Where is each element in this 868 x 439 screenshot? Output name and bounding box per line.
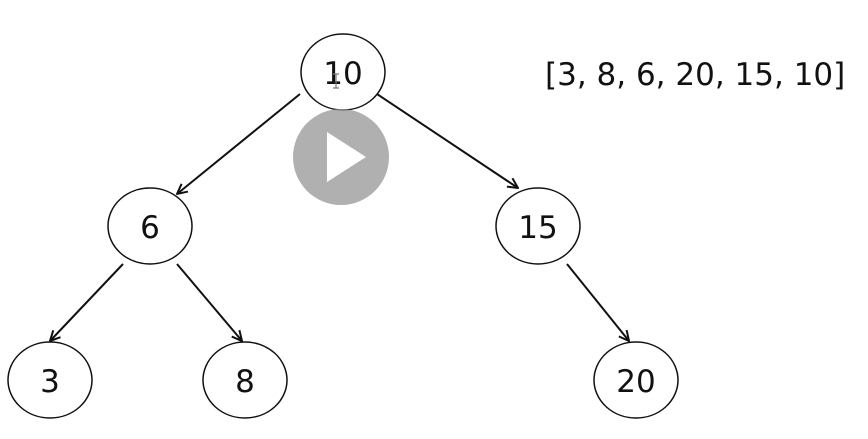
tree-node-n3: 3	[7, 341, 93, 419]
node-circle	[593, 341, 679, 419]
play-icon[interactable]	[327, 132, 366, 182]
text-cursor-icon	[333, 73, 339, 89]
node-circle	[495, 187, 581, 265]
node-label: 6	[140, 210, 160, 246]
tree-node-n15: 15	[495, 187, 581, 265]
edge-n15-n20	[566, 263, 629, 341]
play-button[interactable]	[293, 109, 389, 205]
edge-n6-n8	[176, 263, 242, 341]
array-text: [3, 8, 6, 20, 15, 10]	[545, 57, 845, 93]
tree-node-n20: 20	[593, 341, 679, 419]
tree-nodes: 10 6 15 3 8 20	[7, 33, 679, 419]
tree-node-n10: 10	[300, 33, 386, 111]
edge-n10-n6	[177, 93, 301, 194]
node-label: 3	[40, 364, 60, 400]
node-label: 20	[616, 364, 655, 400]
node-circle	[7, 341, 93, 419]
node-label: 8	[235, 364, 255, 400]
tree-node-n6: 6	[107, 187, 193, 265]
edge-n6-n3	[50, 263, 124, 341]
tree-node-n8: 8	[202, 341, 288, 419]
tree-edges	[50, 93, 629, 341]
edge-n10-n15	[376, 93, 518, 188]
node-label: 10	[323, 56, 362, 92]
node-circle	[202, 341, 288, 419]
node-circle	[107, 187, 193, 265]
node-label: 15	[518, 210, 557, 246]
